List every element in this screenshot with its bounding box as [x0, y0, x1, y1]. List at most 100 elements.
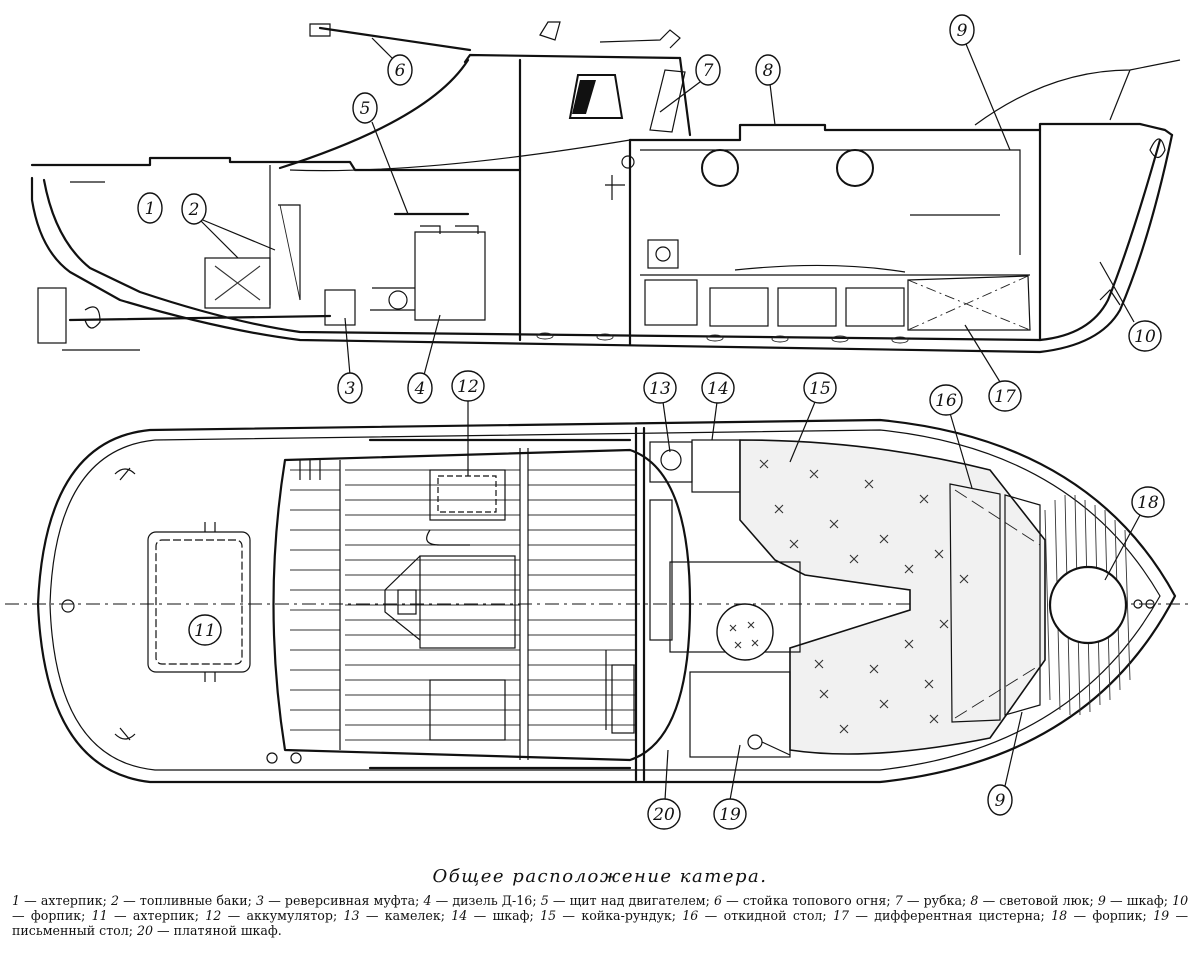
legend-text: ахтерпик — [132, 908, 195, 923]
callout-3: 3 — [337, 372, 363, 404]
legend-entry: 16 — откидной стол; — [682, 908, 833, 923]
callout-4-label: 4 — [414, 379, 426, 399]
legend-text: ахтерпик — [40, 893, 103, 908]
callout-12: 12 — [451, 370, 485, 402]
callout-15-label: 15 — [809, 379, 831, 399]
callout-14-label: 14 — [707, 379, 729, 399]
legend-number: 3 — [256, 893, 265, 908]
callout-11-label: 11 — [194, 621, 216, 641]
callout-18: 18 — [1131, 486, 1165, 518]
legend-entry: 13 — камелек; — [343, 908, 452, 923]
callout-11: 11 — [188, 614, 222, 646]
callout-2: 2 — [181, 193, 207, 225]
callout-15: 15 — [803, 372, 837, 404]
callout-19: 19 — [713, 798, 747, 830]
side-elevation-view — [30, 21, 1181, 354]
legend-number: 13 — [343, 908, 360, 923]
legend-text: топливные баки — [139, 893, 248, 908]
legend-number: 7 — [894, 893, 903, 908]
callout-1-label: 1 — [145, 199, 156, 219]
callout-14: 14 — [701, 372, 735, 404]
callout-19-label: 19 — [719, 805, 741, 825]
legend-entry: 4 — дизель Д-16; — [423, 893, 541, 908]
caption-legend: 1 — ахтерпик; 2 — топливные баки; 3 — ре… — [12, 893, 1188, 938]
legend-number: 10 — [1172, 893, 1189, 908]
callout-7: 7 — [695, 54, 721, 86]
legend-entry: 20 — платяной шкаф. — [137, 923, 282, 938]
figure-caption: Общее расположение катера. 1 — ахтерпик;… — [0, 866, 1200, 938]
legend-entry: 10 — форпик; — [12, 893, 1189, 923]
callout-3-label: 3 — [345, 379, 356, 399]
caption-title: Общее расположение катера. — [432, 866, 768, 887]
callout-6-label: 6 — [395, 61, 406, 81]
legend-number: 16 — [682, 908, 699, 923]
legend-text: письменный стол — [12, 923, 129, 938]
legend-entry: 7 — рубка; — [894, 893, 971, 908]
legend-entry: 12 — аккумулятор; — [205, 908, 344, 923]
callout-16-label: 16 — [935, 391, 957, 411]
legend-number: 8 — [970, 893, 979, 908]
callout-17: 17 — [988, 380, 1022, 412]
callout-5-label: 5 — [360, 99, 371, 119]
legend-number: 12 — [205, 908, 222, 923]
legend-text: форпик — [30, 908, 82, 923]
legend-text: койка-рундук — [581, 908, 672, 923]
legend-entry: 18 — форпик; — [1051, 908, 1154, 923]
side-callouts: 1 2 3 4 5 6 7 8 9 10 17 — [137, 14, 1162, 412]
legend-text: форпик — [1092, 908, 1143, 923]
legend-number: 2 — [111, 893, 120, 908]
legend-text: дифферентная цистерна — [874, 908, 1041, 923]
legend-entry: 15 — койка-рундук; — [540, 908, 683, 923]
legend-entry: 3 — реверсивная муфта; — [256, 893, 424, 908]
legend-number: 4 — [423, 893, 432, 908]
callout-12-label: 12 — [457, 377, 479, 397]
legend-entry: 5 — щит над двигателем; — [540, 893, 714, 908]
legend-text: откидной стол — [723, 908, 823, 923]
legend-text: реверсивная муфта — [284, 893, 416, 908]
legend-entry: 9 — шкаф; — [1097, 893, 1173, 908]
legend-text: платяной шкаф — [173, 923, 278, 938]
callout-8-label: 8 — [763, 61, 774, 81]
legend-text: аккумулятор — [246, 908, 333, 923]
plan-view — [5, 418, 1190, 784]
legend-entry: 11 — ахтерпик; — [91, 908, 206, 923]
legend-entry: 6 — стойка топового огня; — [713, 893, 895, 908]
legend-entry: 8 — световой люк; — [970, 893, 1098, 908]
legend-text: рубка — [923, 893, 963, 908]
legend-number: 18 — [1051, 908, 1068, 923]
callout-20: 20 — [647, 798, 681, 830]
legend-entry: 2 — топливные баки; — [111, 893, 257, 908]
legend-entry: 19 — письменный стол; — [12, 908, 1189, 938]
callout-1: 1 — [137, 192, 163, 224]
legend-entry: 17 — дифферентная цистерна; — [832, 908, 1052, 923]
legend-number: 14 — [451, 908, 468, 923]
legend-number: 9 — [1097, 893, 1106, 908]
callout-20-label: 20 — [652, 805, 675, 825]
callout-6: 6 — [387, 54, 413, 86]
callout-4: 4 — [407, 372, 433, 404]
legend-text: стойка топового огня — [742, 893, 887, 908]
legend-text: щит над двигателем — [569, 893, 706, 908]
legend-number: 15 — [540, 908, 557, 923]
cockpit-planking — [290, 448, 635, 760]
legend-number: 5 — [540, 893, 549, 908]
boat-general-arrangement-drawing: 1 2 3 4 5 6 7 8 9 10 17 11 12 13 14 15 1… — [5, 14, 1190, 830]
callout-18-label: 18 — [1137, 493, 1159, 513]
legend-text: дизель Д-16 — [452, 893, 533, 908]
legend-number: 11 — [91, 908, 108, 923]
callout-9-side: 9 — [949, 14, 975, 46]
callout-9-plan-label: 9 — [995, 791, 1006, 811]
legend-text: шкаф — [492, 908, 530, 923]
callout-2-label: 2 — [188, 200, 200, 220]
callout-13-label: 13 — [649, 379, 671, 399]
callout-9-plan: 9 — [987, 784, 1013, 816]
legend-entry: 1 — ахтерпик; — [12, 893, 112, 908]
callout-5: 5 — [352, 92, 378, 124]
callout-10: 10 — [1128, 320, 1162, 352]
legend-text: световой люк — [999, 893, 1090, 908]
legend-number: 1 — [12, 893, 21, 908]
callout-17-label: 17 — [994, 387, 1016, 407]
callout-8: 8 — [755, 54, 781, 86]
legend-number: 19 — [1153, 908, 1170, 923]
legend-text: шкаф — [1126, 893, 1164, 908]
